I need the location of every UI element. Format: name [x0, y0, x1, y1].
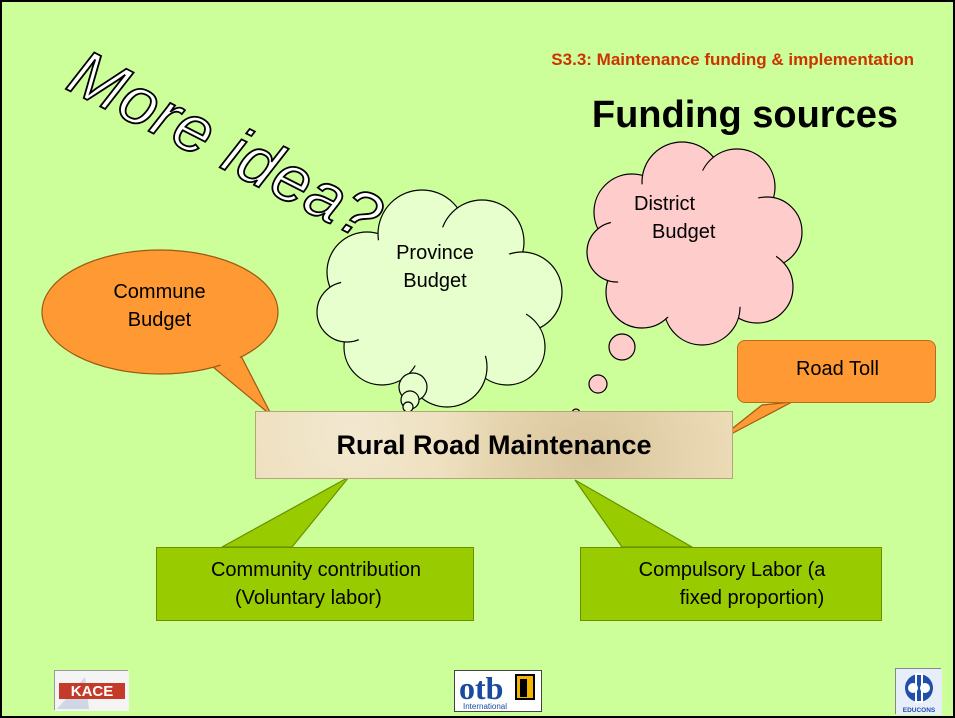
district-label: District Budget	[602, 190, 752, 246]
road-toll-label: Road Toll	[795, 358, 880, 380]
compulsory-line-1: Compulsory Labor (a	[638, 559, 826, 581]
educons-logo-graphic: EDUCONS	[896, 669, 942, 715]
wordart-text: More idea?	[58, 35, 395, 255]
district-cloud	[586, 141, 803, 346]
province-label: Province Budget	[365, 239, 505, 295]
slide-title: Funding sources	[591, 94, 898, 136]
compulsory-pointer	[574, 479, 695, 548]
road-toll-pointer	[713, 401, 793, 444]
commune-line-2: Budget	[127, 309, 192, 331]
district-line-2: Budget	[652, 221, 716, 243]
otb-logo-subtext: International	[463, 702, 508, 711]
community-contribution-box: Community contribution (Voluntary labor)	[156, 547, 474, 621]
community-pointer	[221, 476, 350, 548]
province-line-1: Province	[396, 242, 474, 264]
compulsory-line-2: fixed proportion)	[679, 587, 825, 609]
session-header: S3.3: Maintenance funding & implementati…	[551, 50, 914, 69]
community-label: Community contribution (Voluntary labor)	[157, 556, 475, 612]
district-thought-bubbles	[571, 333, 636, 418]
educons-logo-text: EDUCONS	[903, 707, 936, 714]
otb-logo-text: otb	[459, 670, 504, 706]
district-line-1: District	[634, 193, 696, 215]
compulsory-label: Compulsory Labor (a fixed proportion)	[581, 556, 883, 612]
commune-label: Commune Budget	[87, 278, 232, 334]
educons-logo: EDUCONS	[895, 668, 942, 715]
province-line-2: Budget	[403, 270, 467, 292]
rural-road-maintenance-box: Rural Road Maintenance	[255, 411, 733, 479]
commune-bubble	[41, 249, 279, 417]
community-line-1: Community contribution	[210, 559, 422, 581]
kace-logo-graphic: KACE	[55, 671, 129, 711]
province-thought-bubbles	[398, 372, 428, 413]
commune-line-1: Commune	[113, 281, 206, 303]
community-line-2: (Voluntary labor)	[235, 587, 382, 609]
otb-logo: otb International	[454, 670, 542, 712]
kace-logo: KACE	[54, 670, 129, 711]
rural-road-maintenance-label: Rural Road Maintenance	[336, 429, 652, 460]
otb-door-icon	[515, 674, 535, 700]
road-toll-box: Road Toll	[737, 340, 936, 403]
compulsory-labor-box: Compulsory Labor (a fixed proportion)	[580, 547, 882, 621]
kace-logo-text: KACE	[71, 683, 114, 700]
province-cloud	[316, 189, 563, 408]
